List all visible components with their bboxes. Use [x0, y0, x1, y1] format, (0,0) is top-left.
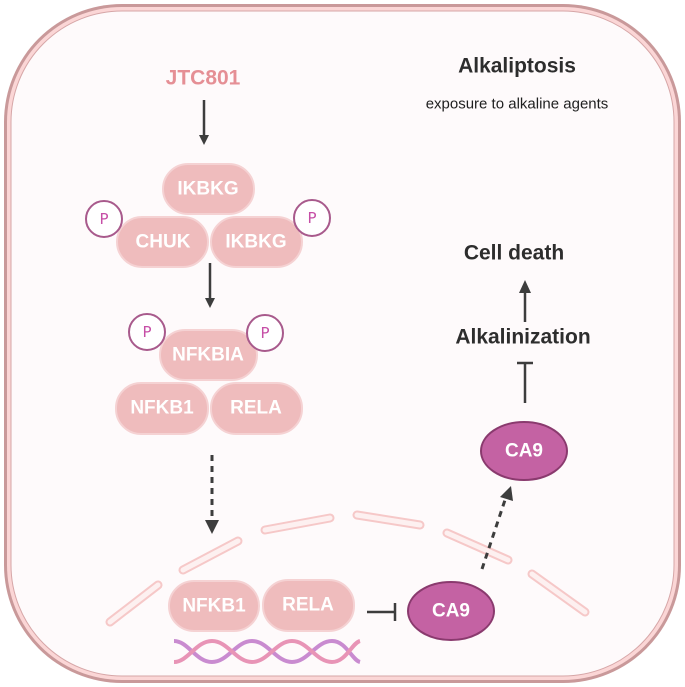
- alkalinization-label: Alkalinization: [455, 326, 590, 349]
- drug-label: JTC801: [166, 67, 241, 90]
- protein-rela: RELA: [210, 382, 303, 435]
- inhibition-ca9-alkalinization: [517, 361, 533, 403]
- title: Alkaliptosis: [458, 55, 576, 78]
- phospho-badge-chuk: P: [85, 200, 123, 238]
- protein-ikbkg-top: IKBKG: [162, 163, 255, 215]
- nfkb-cytoplasmic-complex: NFKBIA NFKB1 RELA P P: [115, 313, 303, 435]
- svg-text:P: P: [142, 323, 151, 341]
- svg-text:RELA: RELA: [230, 398, 282, 419]
- protein-rela-nuclear: RELA: [262, 579, 355, 632]
- protein-chuk: CHUK: [116, 216, 209, 268]
- protein-nfkb1-nuclear: NFKB1: [168, 580, 260, 632]
- svg-text:CHUK: CHUK: [136, 232, 191, 253]
- nuclear-envelope: [105, 510, 590, 627]
- subtitle: exposure to alkaline agents: [426, 96, 609, 113]
- phospho-badge-ikbkg: P: [293, 199, 331, 237]
- dna-helix: [173, 638, 361, 665]
- phospho-badge-nfkbia-left: P: [128, 313, 166, 351]
- svg-text:P: P: [99, 210, 108, 228]
- protein-nfkb1: NFKB1: [115, 382, 209, 435]
- nfkb-nuclear-complex: NFKB1 RELA: [168, 579, 355, 632]
- expression-arrow-head: [500, 486, 513, 501]
- protein-nfkbia: NFKBIA: [159, 329, 258, 381]
- expression-arrow-shaft: [480, 499, 507, 570]
- activation-arrow-head: [519, 280, 531, 293]
- svg-text:CA9: CA9: [432, 601, 470, 622]
- ca9-nuclear: CA9: [407, 581, 495, 641]
- phospho-badge-nfkbia-right: P: [246, 314, 284, 352]
- ca9-cytoplasmic: CA9: [480, 421, 568, 481]
- svg-text:IKBKG: IKBKG: [177, 179, 238, 200]
- svg-text:P: P: [260, 324, 269, 342]
- svg-text:P: P: [307, 209, 316, 227]
- svg-text:NFKBIA: NFKBIA: [172, 345, 244, 366]
- svg-text:CA9: CA9: [505, 441, 543, 462]
- protein-ikbkg-right: IKBKG: [210, 216, 303, 268]
- ikk-complex: IKBKG CHUK IKBKG P P: [85, 163, 331, 268]
- inhibition-nfkb-ca9: [367, 603, 397, 621]
- svg-text:NFKB1: NFKB1: [130, 398, 194, 419]
- svg-text:NFKB1: NFKB1: [182, 596, 246, 617]
- cell-death-label: Cell death: [464, 242, 564, 265]
- svg-text:RELA: RELA: [282, 595, 334, 616]
- svg-text:IKBKG: IKBKG: [225, 232, 286, 253]
- translocation-arrow-head: [205, 520, 219, 534]
